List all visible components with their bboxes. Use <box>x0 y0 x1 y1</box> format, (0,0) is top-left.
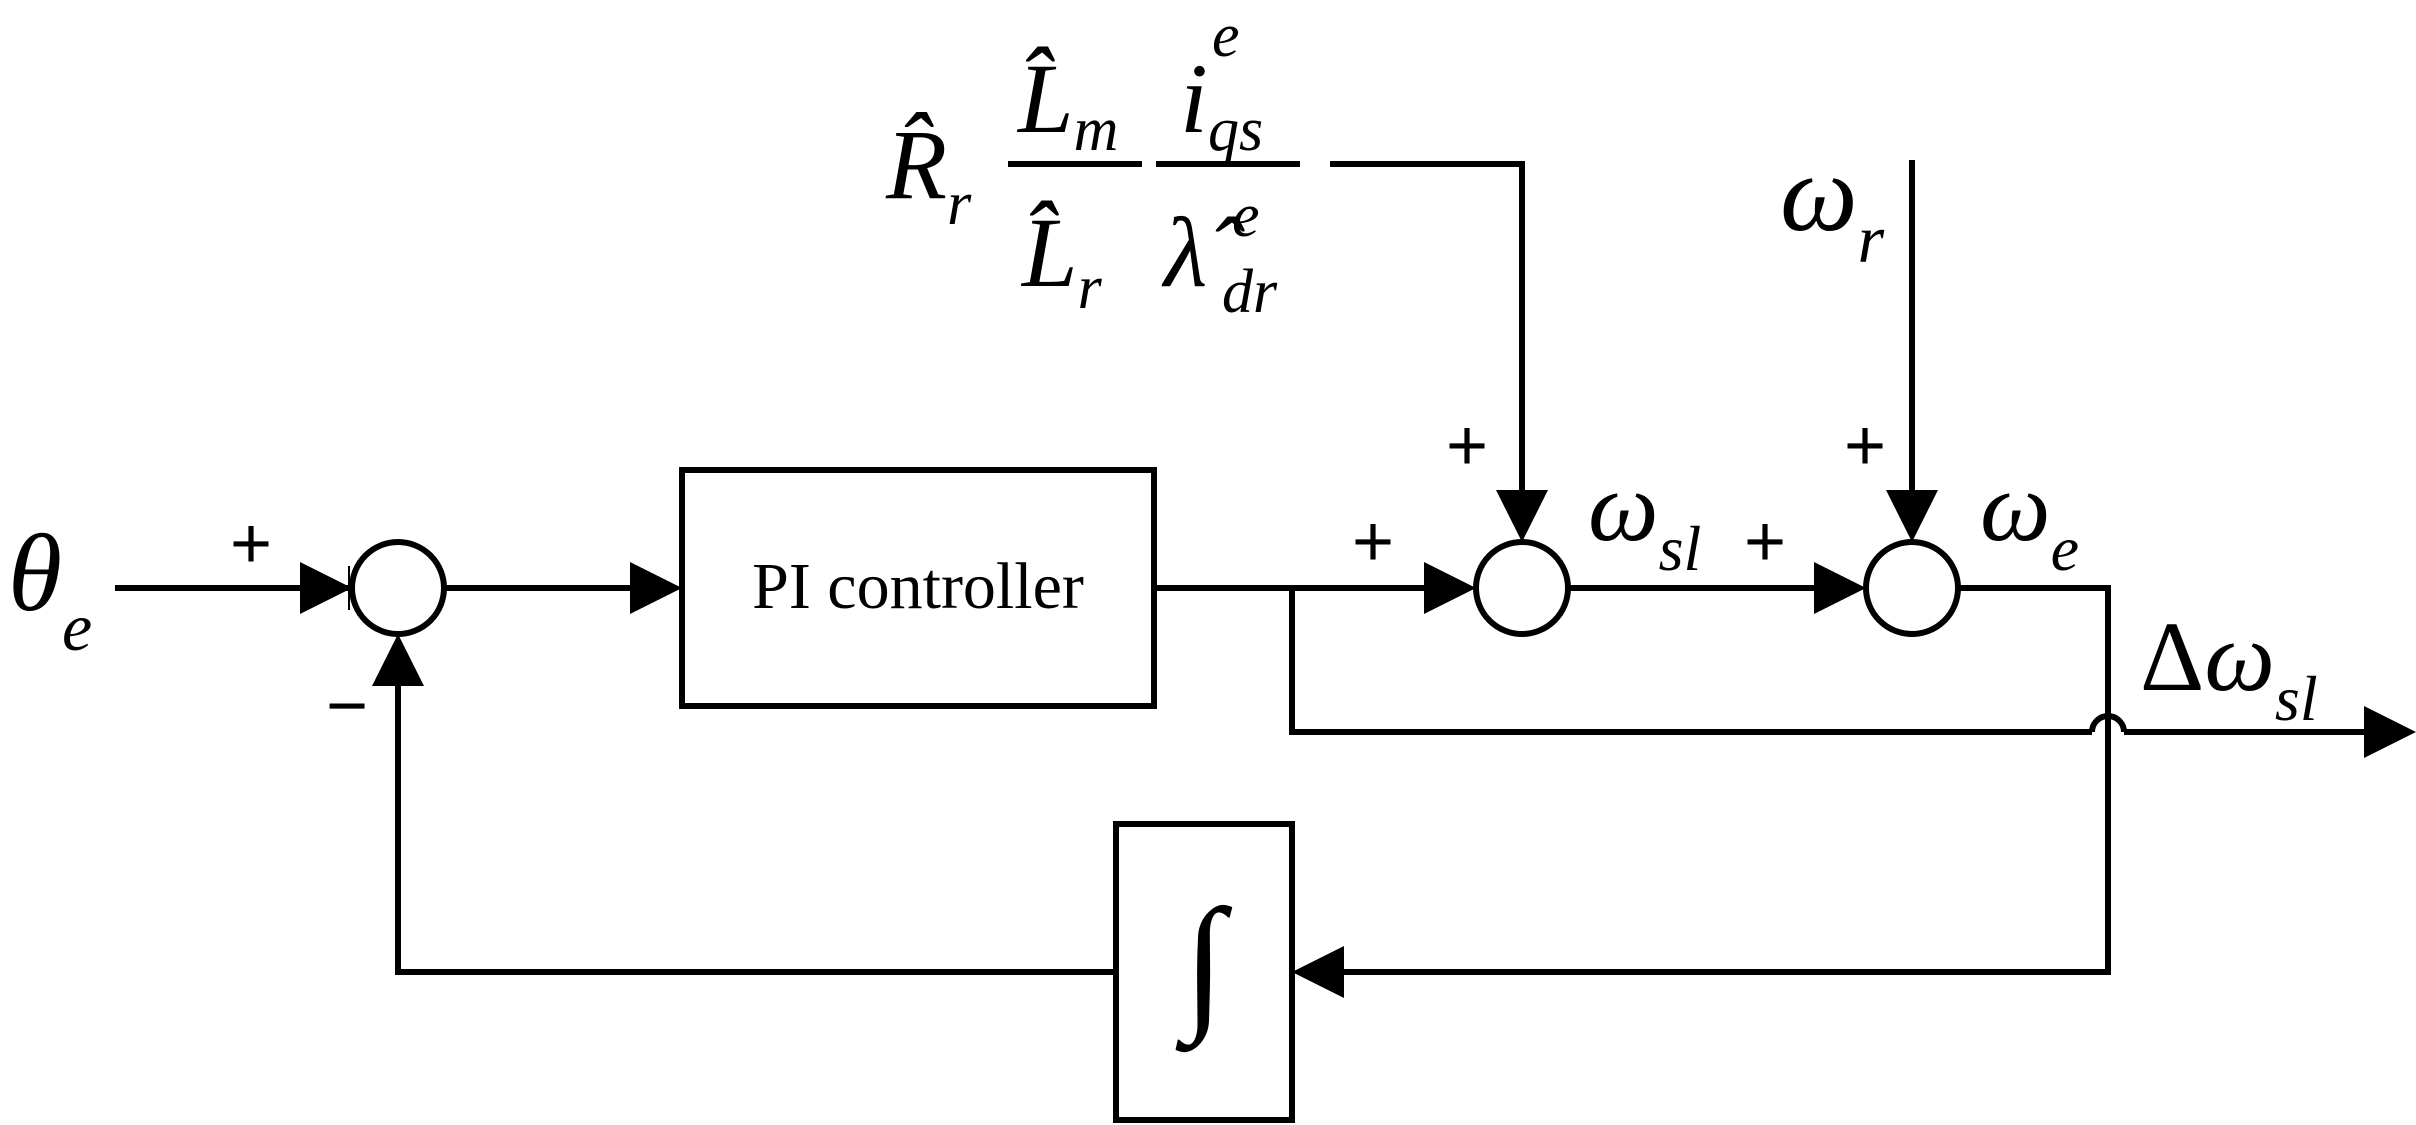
pi-controller-block <box>679 467 1157 709</box>
feedforward-wire <box>1330 161 1525 490</box>
ff-lm-subscript: m <box>1074 96 1119 164</box>
ff-lambda-subscript: dr <box>1222 258 1278 326</box>
pi-controller-label: PI controller <box>752 550 1084 623</box>
svg-text:ωe: ωe <box>1980 451 2079 584</box>
omega-e-feedback-wire <box>1344 585 2111 975</box>
ff-r-subscript: r <box>947 170 972 238</box>
sum2-input-arrow <box>1424 562 1476 614</box>
ff-lr-subscript: r <box>1078 254 1103 322</box>
svg-text:ωr: ωr <box>1780 132 1885 277</box>
sum3-plus-sign: + <box>1744 502 1786 582</box>
integrator-input-arrow <box>1292 946 1344 998</box>
sum2-feedforward-arrow <box>1496 490 1548 542</box>
sum3-omega-r-arrow <box>1886 490 1938 542</box>
sum3-input-arrow <box>1814 562 1866 614</box>
delta-omega-sl-subscript: sl <box>2275 663 2318 734</box>
omega-e-subscript: e <box>2051 513 2079 584</box>
sum1-input-arrow <box>300 562 352 614</box>
delta-omega-branch-wire <box>1289 588 2092 735</box>
output-arrowhead <box>2364 706 2416 758</box>
delta-omega-sl-label: Δωsl <box>2140 601 2318 734</box>
sum-junction-3 <box>1863 539 1961 637</box>
svg-text:θe: θe <box>8 512 92 665</box>
sum1-plus-sign: + <box>230 504 272 584</box>
ff-i-superscript: e <box>1212 2 1240 70</box>
delta-omega-sl-omega: ω <box>2204 601 2275 712</box>
omega-r-subscript: r <box>1858 201 1885 277</box>
sum1-minus-sign: − <box>326 666 368 746</box>
sum2-plus-sign: + <box>1352 502 1394 582</box>
pi-input-arrow <box>630 562 682 614</box>
svg-text:ωsl: ωsl <box>1588 451 1701 584</box>
svg-text:Δωsl: Δωsl <box>2140 601 2318 734</box>
omega-sl-label: ωsl <box>1588 451 1701 584</box>
omega-r-label: ωr <box>1780 132 1885 277</box>
integrator-block <box>1113 821 1295 1123</box>
ff-lm-numerator: L̂m <box>1016 43 1118 164</box>
ff-lambda-superscript: e <box>1232 182 1260 250</box>
ff-lr-denominator: L̂r <box>1020 197 1103 322</box>
ff-i-subscript: qs <box>1208 96 1263 164</box>
sum3-omega-r-plus-sign: + <box>1844 406 1886 486</box>
input-theta-subscript: e <box>62 589 92 665</box>
sum1-feedback-arrow <box>372 634 424 686</box>
omega-sl-subscript: sl <box>1659 513 1702 584</box>
integrator-symbol: ∫ <box>1175 879 1232 1053</box>
sum2-feedforward-plus-sign: + <box>1446 406 1488 486</box>
sum-junction-2 <box>1473 539 1571 637</box>
omega-e-label: ωe <box>1980 451 2079 584</box>
integrator-feedback-wire <box>395 686 1116 975</box>
feedforward-expression: R̂r L̂m L̂r i e qs λ̂ e dr <box>885 2 1300 326</box>
input-theta-label: θe <box>8 512 92 665</box>
ff-i-numerator: i <box>1180 43 1208 154</box>
ff-r-hat: R̂r <box>885 109 972 238</box>
sum-junction-1 <box>349 539 447 637</box>
